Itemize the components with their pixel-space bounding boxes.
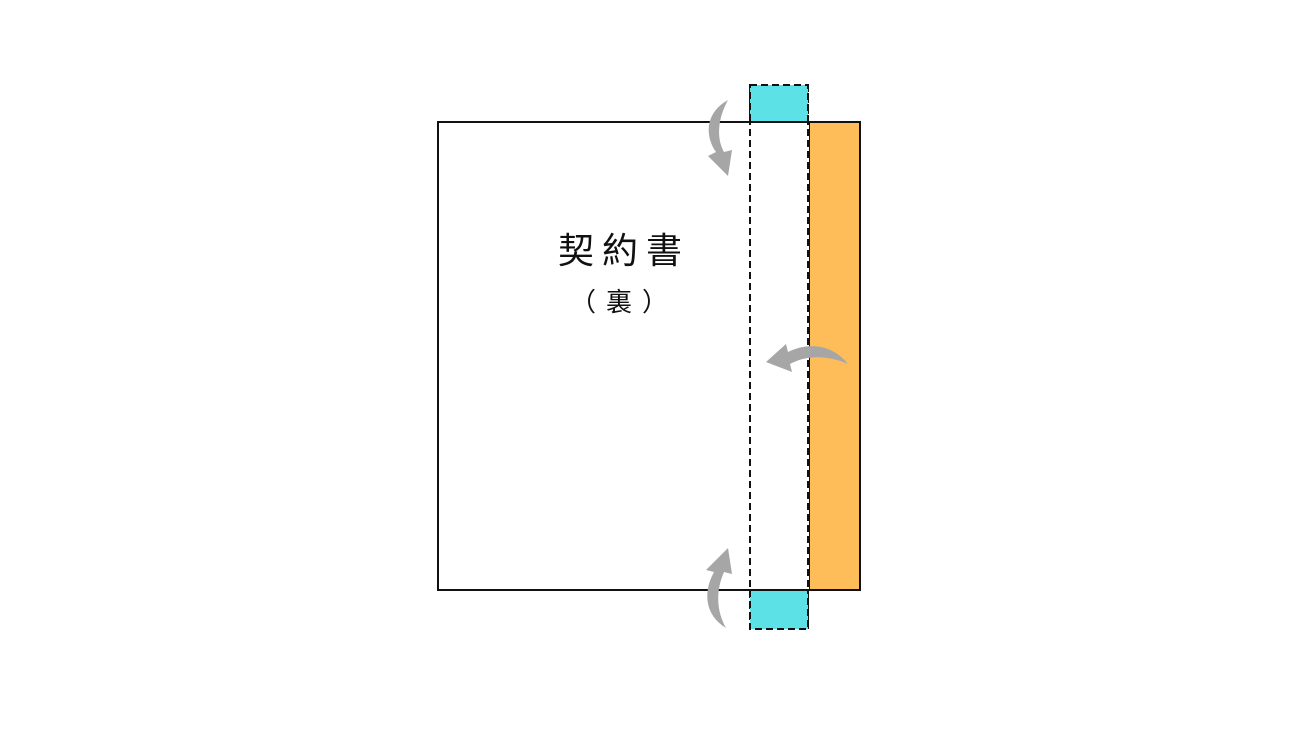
document-title: 契約書: [557, 231, 690, 272]
top-glue-tab: [749, 84, 809, 123]
arrow-down-icon: [708, 100, 732, 176]
document-subtitle: （裏）: [569, 288, 678, 318]
arrow-left-icon: [766, 344, 848, 372]
arrow-up-icon: [706, 548, 732, 628]
contract-page: [437, 121, 810, 591]
bottom-glue-tab: [749, 589, 809, 630]
